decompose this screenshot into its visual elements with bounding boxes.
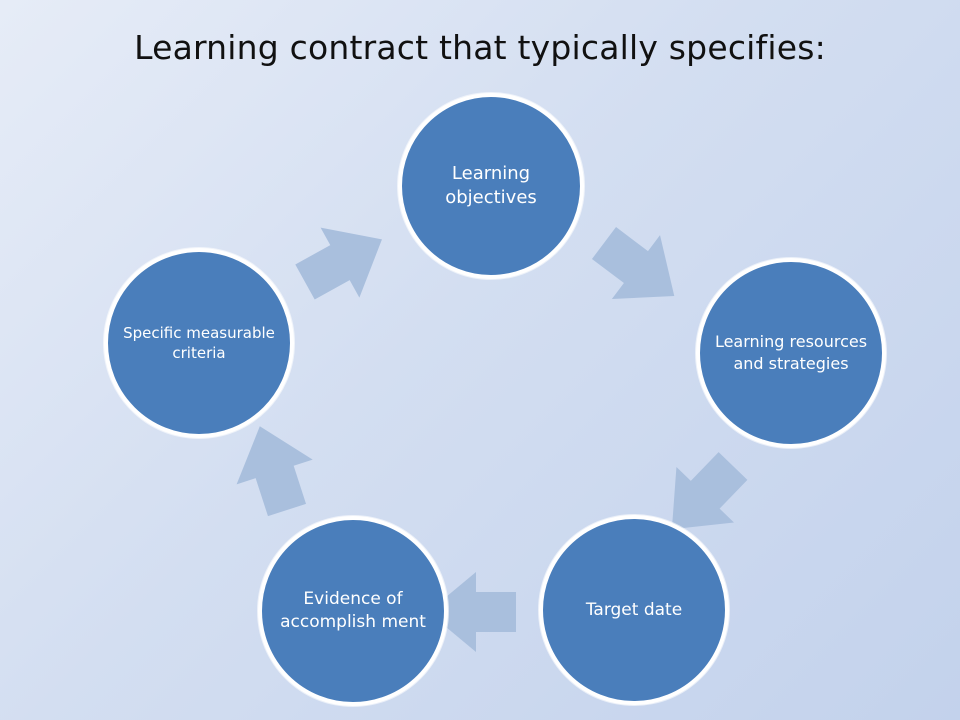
arrow-icon (221, 413, 326, 523)
arrow-icon (579, 211, 699, 328)
node-label: Specific measurable criteria (123, 323, 275, 362)
node-learning-resources: Learning resources and strategies (696, 258, 886, 448)
arrow-icon (285, 204, 402, 317)
page-title: Learning contract that typically specifi… (134, 28, 826, 67)
node-evidence-of-accomplishment: Evidence of accomplish ment (258, 516, 448, 706)
node-label: Learning objectives (445, 162, 537, 208)
node-label: Target date (585, 599, 683, 620)
node-label: Learning resources and strategies (714, 332, 868, 373)
node-target-date: Target date (539, 515, 729, 705)
node-specific-measurable-criteria: Specific measurable criteria (104, 248, 294, 438)
node-label: Evidence of accomplish ment (280, 589, 426, 632)
node-learning-objectives: Learning objectives (398, 93, 584, 279)
